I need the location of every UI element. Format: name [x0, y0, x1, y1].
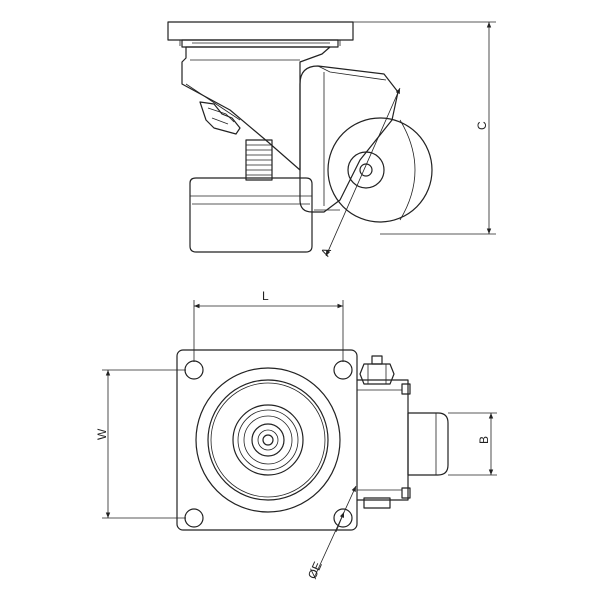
- brake-lever: [199, 101, 241, 135]
- dimension-a: A: [318, 87, 401, 259]
- label-w: W: [95, 428, 109, 440]
- caster-fork: [299, 65, 399, 213]
- plate-flange: [181, 39, 339, 48]
- label-a: A: [318, 245, 334, 258]
- threaded-stem: [245, 139, 273, 181]
- dimension-c: C: [353, 21, 496, 235]
- dimension-w: W: [95, 369, 186, 519]
- bolt-head: [359, 363, 395, 385]
- dimension-b: B: [448, 412, 497, 476]
- leveler-housing: [181, 46, 331, 171]
- top-plate: [176, 349, 358, 531]
- mounting-hole-br: [333, 508, 353, 528]
- center-bore: [262, 434, 274, 446]
- side-view: [167, 21, 433, 253]
- wheel-top-view: [407, 412, 449, 476]
- label-e: ØE: [305, 560, 325, 582]
- dimension-e: ØE: [305, 485, 357, 582]
- mounting-hole-tr: [333, 360, 353, 380]
- fork-top-view: [356, 379, 409, 501]
- mounting-hole-tl: [184, 360, 204, 380]
- label-c: C: [475, 121, 489, 130]
- label-l: L: [262, 289, 269, 303]
- top-view: [176, 349, 449, 531]
- mounting-plate: [167, 21, 354, 41]
- base-outer-ring: [195, 367, 341, 513]
- leveling-foot: [189, 177, 313, 253]
- mounting-hole-bl: [184, 508, 204, 528]
- label-b: B: [477, 436, 491, 444]
- wheel-hub: [347, 151, 385, 189]
- dimension-l: L: [193, 289, 344, 362]
